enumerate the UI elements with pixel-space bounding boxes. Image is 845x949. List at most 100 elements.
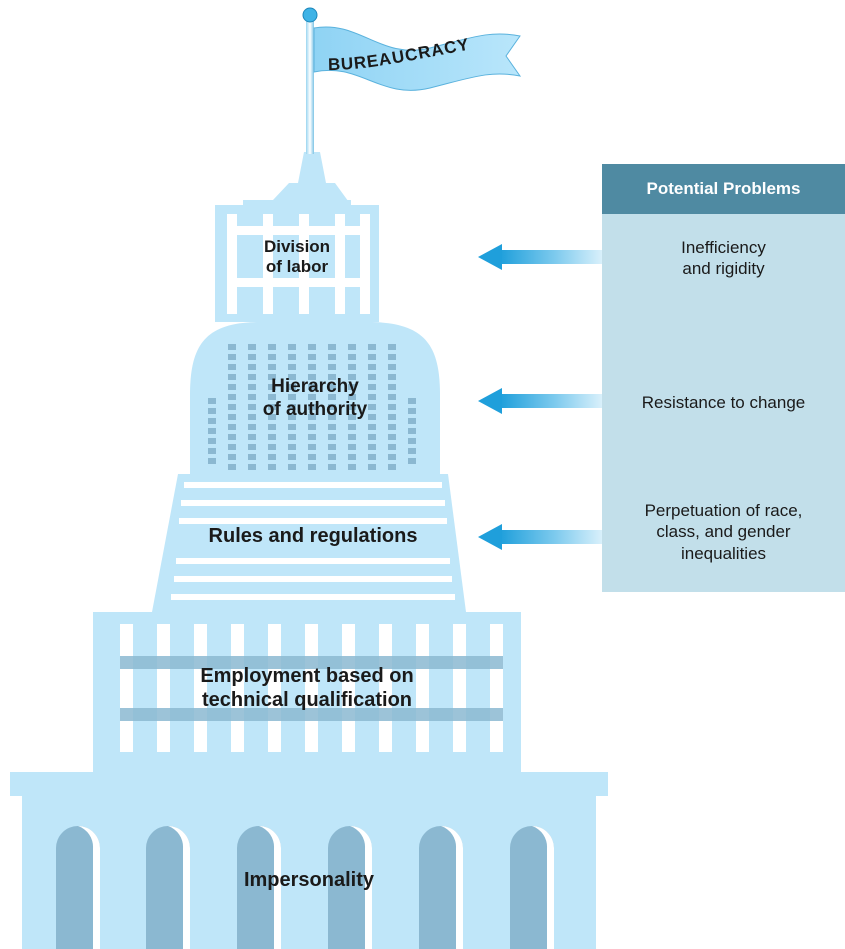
- hierarchy-window: [328, 374, 336, 380]
- problem-line: class, and gender: [656, 522, 791, 542]
- hierarchy-window: [248, 454, 256, 460]
- hierarchy-window: [288, 444, 296, 450]
- hierarchy-window: [268, 414, 276, 420]
- label-employment: Employment based on technical qualificat…: [93, 664, 521, 712]
- flag: BUREAUCRACY: [302, 7, 522, 154]
- hierarchy-window: [348, 404, 356, 410]
- hierarchy-window: [388, 354, 396, 360]
- hierarchy-window: [288, 344, 296, 350]
- hierarchy-window: [228, 394, 236, 400]
- hierarchy-window: [408, 458, 416, 464]
- hierarchy-window: [368, 404, 376, 410]
- level-employment: [93, 612, 521, 772]
- hierarchy-window: [288, 464, 296, 470]
- hierarchy-window: [388, 394, 396, 400]
- division-windows: [227, 214, 370, 314]
- problem-line: inequalities: [680, 543, 767, 563]
- hierarchy-window: [248, 344, 256, 350]
- hierarchy-window: [268, 464, 276, 470]
- hierarchy-window: [288, 374, 296, 380]
- hierarchy-window: [268, 344, 276, 350]
- hierarchy-window: [208, 448, 216, 454]
- level-impersonality: [10, 772, 608, 949]
- hierarchy-window: [268, 404, 276, 410]
- flag-pole: [306, 18, 314, 154]
- hierarchy-window: [288, 354, 296, 360]
- hierarchy-window: [388, 444, 396, 450]
- hierarchy-window: [368, 344, 376, 350]
- hierarchy-window: [368, 424, 376, 430]
- problem-line: Perpetuation of race,: [644, 501, 803, 520]
- problem-resistance: Resistance to change: [602, 392, 845, 413]
- hierarchy-window-grid: [208, 344, 416, 470]
- hierarchy-window: [328, 464, 336, 470]
- hierarchy-window: [408, 398, 416, 404]
- hierarchy-window: [328, 454, 336, 460]
- problem-inefficiency: Inefficiency and rigidity: [602, 237, 845, 280]
- hierarchy-window: [408, 428, 416, 434]
- arches: [56, 826, 554, 949]
- hierarchy-window: [308, 384, 316, 390]
- hierarchy-window: [248, 414, 256, 420]
- hierarchy-window: [368, 454, 376, 460]
- hierarchy-window: [308, 464, 316, 470]
- hierarchy-window: [308, 434, 316, 440]
- hierarchy-window: [308, 394, 316, 400]
- hierarchy-window: [328, 344, 336, 350]
- problem-line: and rigidity: [682, 259, 765, 279]
- rules-stripes: [171, 482, 455, 600]
- hierarchy-window: [408, 438, 416, 444]
- hierarchy-window: [328, 424, 336, 430]
- hierarchy-window: [288, 404, 296, 410]
- hierarchy-window: [248, 464, 256, 470]
- hierarchy-window: [348, 444, 356, 450]
- hierarchy-window: [368, 384, 376, 390]
- hierarchy-window: [368, 444, 376, 450]
- hierarchy-window: [228, 464, 236, 470]
- label-division-of-labor: Division of labor: [215, 237, 379, 278]
- hierarchy-window: [348, 344, 356, 350]
- hierarchy-window: [248, 434, 256, 440]
- hierarchy-window: [248, 384, 256, 390]
- hierarchy-window: [308, 424, 316, 430]
- flag-banner: [313, 26, 522, 91]
- problem-line: Inefficiency: [681, 238, 766, 257]
- hierarchy-window: [328, 384, 336, 390]
- level-division: [215, 205, 379, 322]
- level-rules: [152, 474, 466, 612]
- employment-windows: [120, 624, 503, 752]
- hierarchy-window: [268, 394, 276, 400]
- hierarchy-window: [388, 434, 396, 440]
- hierarchy-window: [268, 354, 276, 360]
- hierarchy-window: [228, 344, 236, 350]
- hierarchy-window: [348, 454, 356, 460]
- level-hierarchy: [190, 322, 440, 474]
- hierarchy-window: [268, 374, 276, 380]
- hierarchy-window: [288, 384, 296, 390]
- hierarchy-window: [388, 424, 396, 430]
- hierarchy-window: [208, 418, 216, 424]
- flag-pole-ball: [302, 7, 318, 23]
- label-line: of authority: [262, 398, 368, 420]
- hierarchy-window: [388, 374, 396, 380]
- building: [10, 152, 608, 949]
- hierarchy-window: [248, 374, 256, 380]
- problems-panel: [602, 164, 845, 592]
- hierarchy-window: [328, 444, 336, 450]
- hierarchy-window: [368, 434, 376, 440]
- hierarchy-window: [288, 424, 296, 430]
- hierarchy-window: [248, 354, 256, 360]
- arrow-inefficiency: [478, 244, 602, 270]
- hierarchy-window: [248, 394, 256, 400]
- hierarchy-window: [388, 364, 396, 370]
- hierarchy-window: [228, 434, 236, 440]
- hierarchy-window: [308, 364, 316, 370]
- hierarchy-window: [328, 394, 336, 400]
- hierarchy-window: [208, 408, 216, 414]
- hierarchy-window: [388, 344, 396, 350]
- panel-title: Potential Problems: [646, 179, 801, 198]
- hierarchy-window: [248, 404, 256, 410]
- hierarchy-window: [388, 454, 396, 460]
- hierarchy-window: [228, 454, 236, 460]
- hierarchy-window: [328, 434, 336, 440]
